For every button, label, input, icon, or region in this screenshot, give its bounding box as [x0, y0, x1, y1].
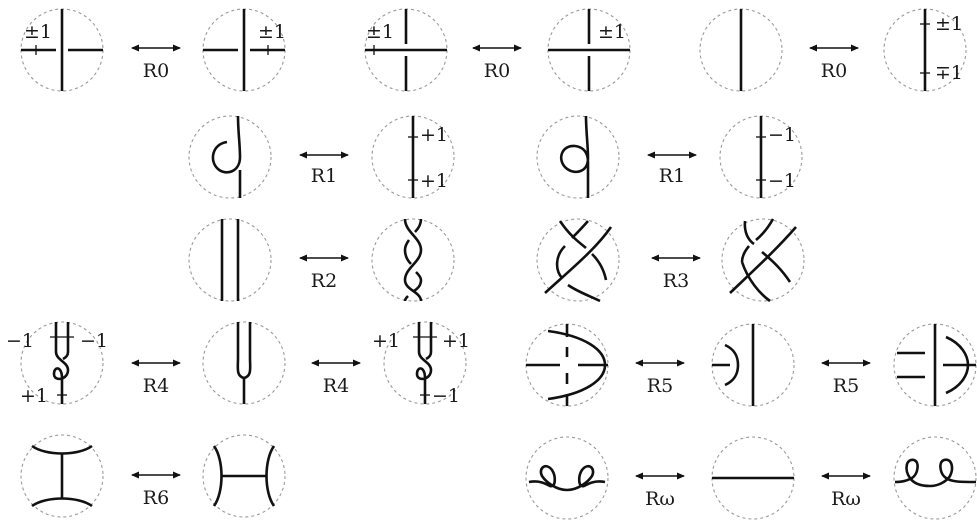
- r0-diagram-b-left: ±1: [364, 8, 448, 92]
- label-pm1: ±1: [598, 21, 626, 43]
- romega-diagram-right: [893, 436, 977, 520]
- label-pm1: ±1: [24, 21, 52, 43]
- label-m1: −1: [80, 330, 108, 352]
- r1-diagram-b-right: −1 −1: [719, 115, 803, 199]
- label-m1: −1: [6, 330, 34, 352]
- move-label-r6: R6: [143, 487, 169, 509]
- r2-diagram-left: [188, 218, 272, 302]
- r5-diagram-left: [525, 323, 609, 407]
- r1-diagram-a-right: +1 +1: [371, 115, 455, 199]
- r0-diagram-c-left: [699, 8, 783, 92]
- r6-diagram-left: [20, 434, 104, 518]
- label-mp1: ∓1: [935, 62, 963, 84]
- r2-diagram-right: [371, 218, 455, 302]
- r1-arrow-a: R1: [299, 151, 349, 187]
- r4-diagram-right: +1 +1 −1: [372, 321, 470, 407]
- label-p1: +1: [20, 385, 48, 407]
- move-label-r0: R0: [484, 60, 510, 82]
- move-label-r4: R4: [143, 375, 169, 397]
- r0-arrow-b: R0: [472, 44, 522, 82]
- move-label-r0: R0: [821, 60, 847, 82]
- r0-arrow-c: R0: [809, 44, 859, 82]
- r0-diagram-b-right: ±1: [547, 8, 631, 92]
- r5-arrow-a: R5: [635, 359, 685, 397]
- r3-diagram-right: [721, 218, 805, 303]
- label-m1: −1: [768, 170, 796, 192]
- r6-arrow: R6: [131, 471, 181, 509]
- romega-diagram-middle: [711, 436, 795, 520]
- r4-diagram-left: −1 −1 +1: [6, 321, 108, 407]
- move-label-r4: R4: [323, 375, 349, 397]
- r2-arrow: R2: [299, 254, 349, 292]
- r1-diagram-b-left: [536, 115, 620, 199]
- r0-diagram-a-right: ±1: [202, 8, 286, 92]
- move-label-r5: R5: [647, 375, 673, 397]
- move-label-romega: Rω: [831, 488, 861, 510]
- r1-diagram-a-left: [188, 115, 272, 199]
- r1-arrow-b: R1: [647, 151, 697, 187]
- r3-arrow: R3: [651, 254, 701, 292]
- romega-arrow-a: Rω: [635, 472, 685, 510]
- label-p1: +1: [372, 330, 400, 352]
- r3-diagram-left: [536, 218, 620, 303]
- label-pm1: ±1: [258, 21, 286, 43]
- label-pm1: ±1: [366, 21, 394, 43]
- romega-diagram-left: [525, 436, 609, 520]
- r4-diagram-middle: [202, 321, 286, 405]
- move-label-r0: R0: [143, 60, 169, 82]
- r5-diagram-middle: [711, 323, 795, 407]
- move-label-r3: R3: [663, 270, 689, 292]
- label-p1: +1: [420, 170, 448, 192]
- r5-arrow-b: R5: [821, 359, 871, 397]
- r5-diagram-right: [893, 323, 977, 407]
- r0-diagram-a-left: ±1: [20, 8, 104, 92]
- label-pm1: ±1: [935, 13, 963, 35]
- label-p1: +1: [420, 124, 448, 146]
- r0-arrow-a: R0: [131, 44, 181, 82]
- move-label-r2: R2: [311, 270, 337, 292]
- move-label-r1: R1: [311, 165, 337, 187]
- label-p1: +1: [442, 330, 470, 352]
- r0-diagram-c-right: ±1 ∓1: [883, 8, 967, 92]
- r4-arrow-b: R4: [311, 359, 361, 397]
- label-m1: −1: [432, 385, 460, 407]
- romega-arrow-b: Rω: [821, 472, 871, 510]
- r4-arrow-a: R4: [131, 359, 181, 397]
- label-m1: −1: [768, 124, 796, 146]
- r6-diagram-right: [202, 434, 286, 518]
- move-label-r5: R5: [833, 375, 859, 397]
- move-label-r1: R1: [659, 165, 685, 187]
- move-label-romega: Rω: [645, 488, 675, 510]
